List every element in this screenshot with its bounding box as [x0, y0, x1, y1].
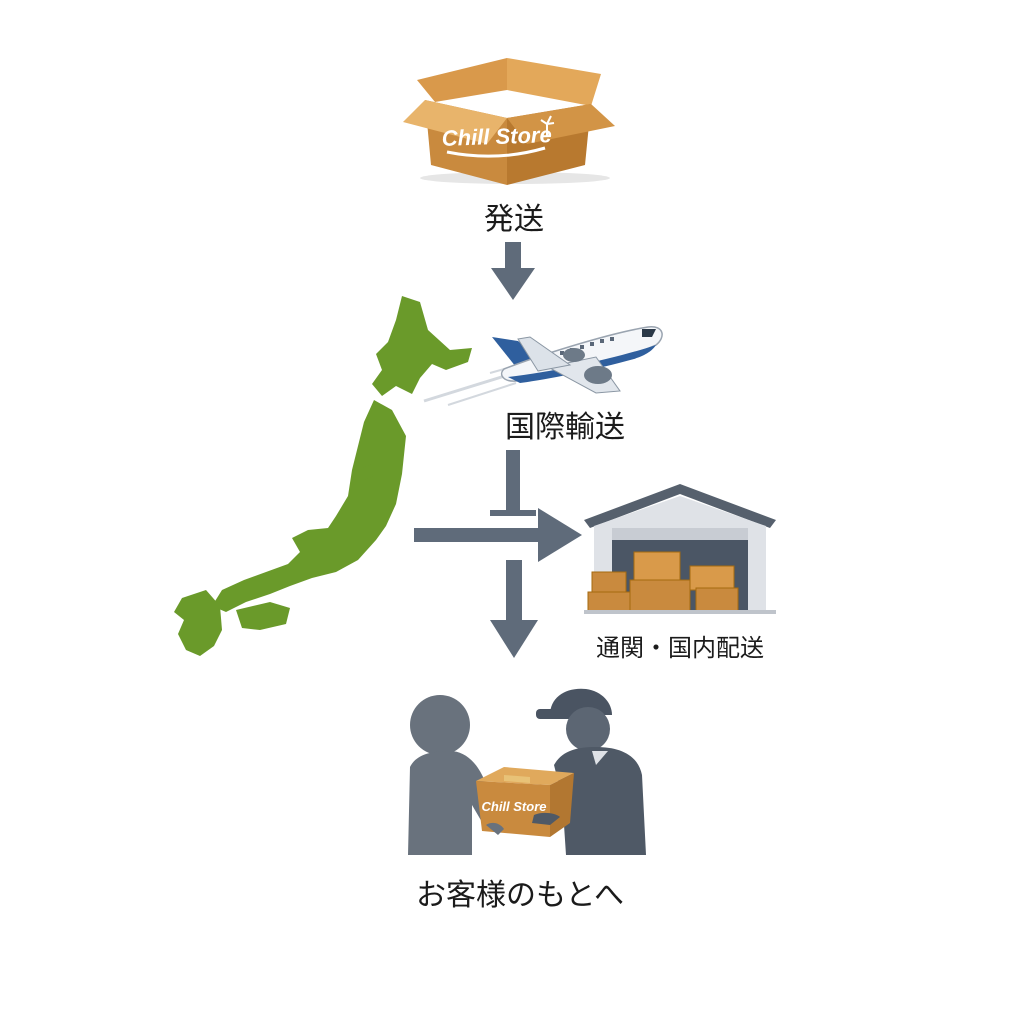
step-customs-label: 通関・国内配送: [596, 634, 764, 662]
step-customer-label: お客様のもとへ: [416, 878, 624, 913]
warehouse-icon: [584, 484, 776, 614]
route-arrows: [414, 450, 582, 658]
shipping-box-icon: Chill Store: [403, 58, 615, 185]
chill-store-logo: Chill Store: [441, 122, 552, 151]
japan-map-icon: [174, 296, 472, 656]
courier-cap-icon: [550, 688, 612, 715]
step-international-label: 国際輸送: [505, 410, 625, 445]
box-logo: Chill Store: [481, 799, 546, 814]
courier-head: [566, 707, 610, 751]
delivery-handover-icon: Chill Store: [408, 688, 646, 855]
down-arrow-icon: [491, 242, 535, 300]
customer-body: [408, 751, 500, 855]
customer-head: [410, 695, 470, 755]
step-ship-label: 発送: [484, 202, 544, 237]
airplane-icon: [423, 326, 663, 406]
